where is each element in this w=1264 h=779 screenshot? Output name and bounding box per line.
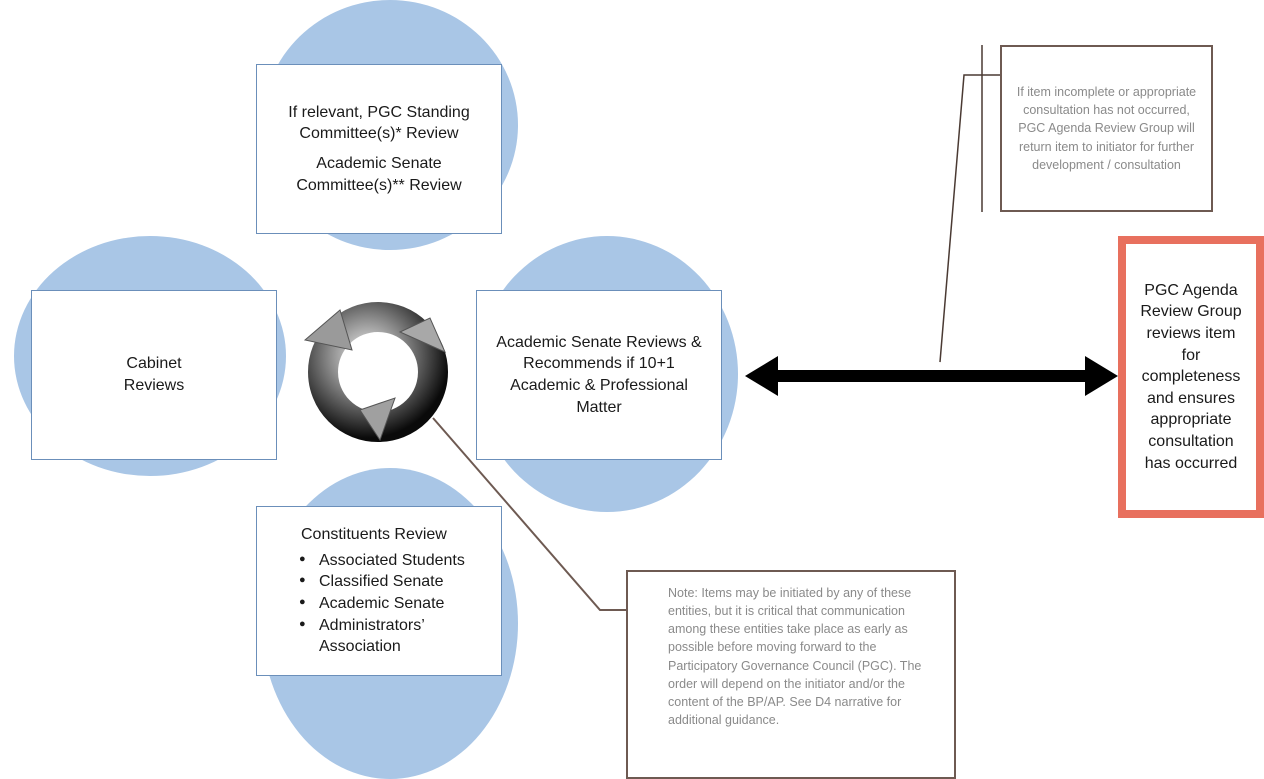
note-callout: Note: Items may be initiated by any of t… [626, 570, 956, 779]
top-callout-leader [939, 74, 1000, 363]
constituents-review-box: Constituents Review Associated Students … [256, 506, 502, 676]
list-item: Academic Senate [297, 593, 487, 615]
note-callout-text: Note: Items may be initiated by any of t… [668, 586, 922, 727]
pgc-agenda-review-group-box: PGC Agenda Review Group reviews item for… [1118, 236, 1264, 518]
cabinet-reviews-box: Cabinet Reviews [31, 290, 277, 460]
senate-reviews-box: Academic Senate Reviews & Recommends if … [476, 290, 722, 460]
cabinet-reviews-text: Cabinet Reviews [123, 355, 185, 394]
senate-reviews-text: Academic Senate Reviews & Recommends if … [496, 333, 702, 416]
cycle-icon [303, 302, 448, 442]
senate-committee-review-text: Academic Senate Committee(s)** Review [296, 155, 462, 194]
pgc-agenda-review-group-text: PGC Agenda Review Group reviews item for… [1140, 281, 1242, 472]
constituents-list: Associated Students Classified Senate Ac… [297, 550, 487, 658]
list-item: Classified Senate [297, 571, 487, 593]
constituents-review-title: Constituents Review [301, 526, 447, 544]
incomplete-item-callout: If item incomplete or appropriate consul… [1000, 45, 1213, 212]
standing-committee-review-box: If relevant, PGC Standing Committee(s)* … [256, 64, 502, 234]
incomplete-item-callout-text: If item incomplete or appropriate consul… [1016, 85, 1197, 172]
double-arrow [745, 356, 1118, 396]
standing-committee-review-text: If relevant, PGC Standing Committee(s)* … [288, 103, 470, 143]
list-item: Associated Students [297, 550, 487, 572]
list-item: Administrators’ Association [297, 615, 487, 658]
bottom-callout-leader [432, 417, 626, 611]
